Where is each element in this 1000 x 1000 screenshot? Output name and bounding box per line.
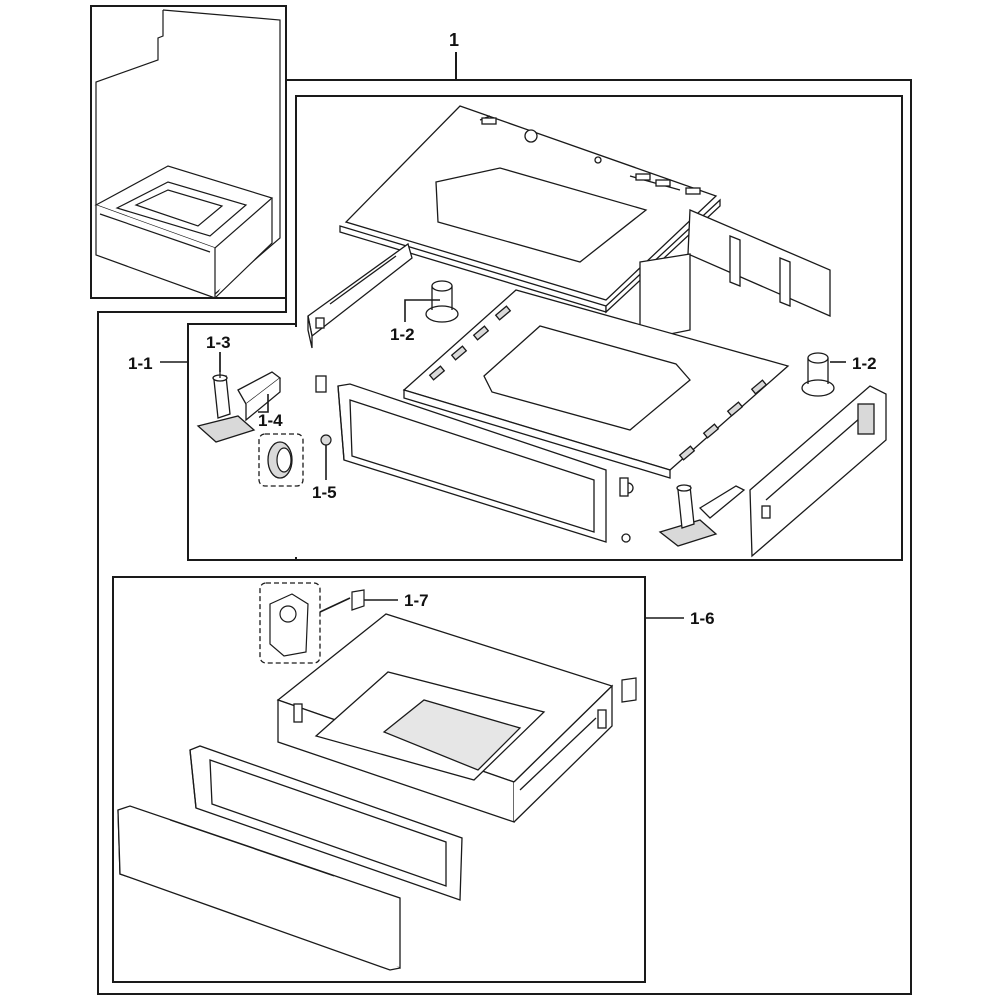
callout-1: 1 — [449, 30, 459, 50]
back-panel-drawing — [639, 209, 831, 341]
roller-drawing — [258, 433, 332, 487]
drawer-body-drawing — [276, 613, 614, 823]
slide-clip-leaders — [319, 597, 398, 613]
callout-1-7: 1-7 — [404, 591, 429, 610]
callout-1-1: 1-1 — [128, 354, 153, 373]
callout-1-4: 1-4 — [258, 411, 283, 430]
drawer-assembly-frame — [112, 576, 646, 983]
outer-assembly-border — [97, 79, 912, 995]
floor-tray-drawing — [402, 289, 790, 479]
callout-1-2-right: 1-2 — [852, 354, 877, 373]
drawer-front-frame-drawing — [189, 745, 463, 901]
front-panel-drawing — [337, 383, 634, 543]
right-rail-drawing — [749, 385, 887, 558]
main-assembly-frame — [97, 52, 912, 995]
leg-right-drawing — [801, 352, 835, 397]
drawer-front-panel-drawing — [117, 805, 401, 971]
range-outline-drawing — [94, 9, 281, 299]
callout-1-4-leader — [258, 394, 269, 413]
slide-clip-drawing — [259, 582, 637, 703]
callout-1-6: 1-6 — [690, 609, 715, 628]
callout-labels: 1 1-1 1-2 1-2 1-3 1-4 1-5 1-6 1-7 — [128, 30, 877, 628]
left-rail-drawing — [307, 242, 413, 349]
callout-1-5: 1-5 — [312, 483, 337, 502]
hinge-left-drawing — [196, 352, 327, 443]
callout-1-3: 1-3 — [206, 333, 231, 352]
hinge-callout-leaders — [160, 352, 327, 480]
slide-clip-detail-frame — [259, 582, 321, 664]
hinge-right-drawing — [619, 477, 746, 547]
leg-left-drawing — [425, 280, 459, 323]
callout-1-2-left: 1-2 — [390, 325, 415, 344]
overview-inset — [90, 5, 287, 299]
callout-1-2-left-leader — [404, 299, 440, 322]
roller-detail-frame — [258, 433, 304, 487]
slide-clip-detail-leader — [319, 597, 351, 613]
